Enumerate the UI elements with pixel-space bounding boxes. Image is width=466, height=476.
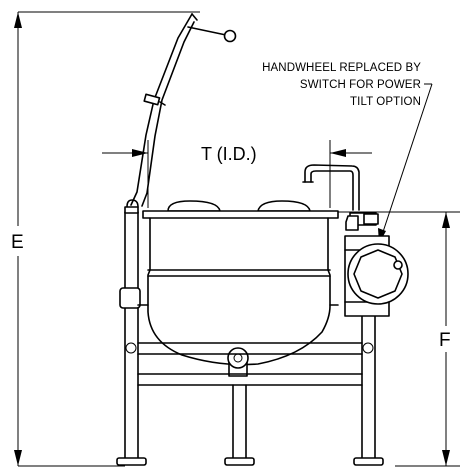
tilt-gearbox bbox=[344, 212, 409, 317]
right-post bbox=[361, 289, 376, 459]
dimension-f-label: F bbox=[439, 330, 451, 351]
dimension-t: T (I.D.) bbox=[102, 140, 372, 208]
dimension-e: E bbox=[11, 11, 200, 467]
left-post bbox=[119, 199, 141, 459]
kettle-body bbox=[137, 200, 339, 366]
handwheel-note: HANDWHEEL REPLACED BY SWITCH FOR POWER T… bbox=[262, 62, 433, 244]
dimension-e-label: E bbox=[11, 232, 24, 253]
frame-crossbars bbox=[137, 342, 363, 459]
feet bbox=[116, 457, 384, 466]
note-line-3: TILT OPTION bbox=[350, 96, 421, 108]
note-line-2: SWITCH FOR POWER bbox=[300, 79, 421, 91]
drain-valve bbox=[227, 347, 249, 377]
lid-arm bbox=[130, 13, 237, 207]
dimension-f: F bbox=[330, 211, 460, 467]
note-line-1: HANDWHEEL REPLACED BY bbox=[262, 62, 421, 74]
faucet bbox=[302, 164, 360, 211]
dimension-t-label: T (I.D.) bbox=[201, 144, 257, 164]
